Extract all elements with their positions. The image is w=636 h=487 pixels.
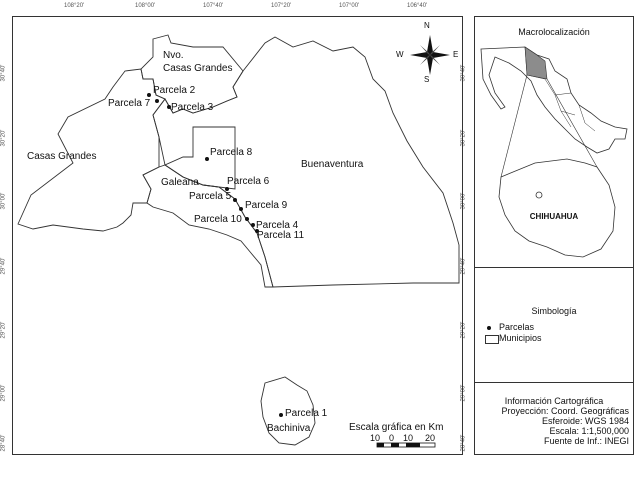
parcel-point <box>245 217 249 221</box>
longitude-label: 106°40' <box>407 3 428 9</box>
parcel-dot-icon <box>487 326 491 330</box>
parcel-point <box>239 207 243 211</box>
inset-connector-lines <box>500 74 598 178</box>
parcel-label: Parcela 11 <box>257 230 305 241</box>
compass-rose-icon <box>410 35 450 75</box>
municipality-swatch-icon <box>485 335 499 344</box>
municipality-boundaries <box>17 34 460 448</box>
municipality-label: Casas Grandes <box>27 151 97 162</box>
parcel-point <box>147 93 151 97</box>
municipality-label: Casas Grandes <box>163 63 233 74</box>
latitude-label: 28°40' <box>0 434 7 452</box>
info-line: Esferoide: WGS 1984 <box>541 416 629 426</box>
central-municipality-boundary <box>142 164 274 288</box>
main-map: N S E W Nvo. Casas Grandes Casas Grandes… <box>12 16 463 455</box>
parcel-point <box>255 229 259 233</box>
casas-grandes-boundary <box>17 68 166 232</box>
state-label: CHIHUAHUA <box>529 212 579 221</box>
latitude-label: 29°00' <box>0 384 7 402</box>
municipality-label: Nvo. <box>163 50 184 61</box>
scale-tick-label: 10 <box>403 433 414 443</box>
longitude-label: 107°00' <box>339 3 360 9</box>
compass-east-label: E <box>453 50 459 59</box>
compass-west-label: W <box>396 50 404 59</box>
parcel-point <box>155 99 159 103</box>
mexico-outline <box>480 46 628 154</box>
parcel-point <box>251 223 255 227</box>
latitude-label: 30°40' <box>0 64 7 82</box>
parcel-label: Parcela 4 <box>256 220 299 231</box>
cartographic-info: Información Cartográfica Proyección: Coo… <box>475 383 633 456</box>
longitude-label: 108°20' <box>64 3 85 9</box>
scale-tick-label: 0 <box>389 433 395 443</box>
parcel-point <box>225 187 229 191</box>
chihuahua-highlight <box>524 46 548 80</box>
parcel-points <box>147 93 283 417</box>
parcel-label: Parcela 8 <box>210 147 253 158</box>
latitude-label: 30°00' <box>0 192 7 210</box>
longitude-label: 107°20' <box>271 3 292 9</box>
parcel-point <box>167 105 171 109</box>
latitude-label: 29°40' <box>0 257 7 275</box>
chihuahua-enlarged <box>498 158 616 258</box>
scale-bar <box>376 442 436 448</box>
bachiniva-boundary <box>260 376 316 446</box>
parcel-label: Parcela 6 <box>227 176 270 187</box>
scale-tick-label: 20 <box>425 433 436 443</box>
latitude-label: 29°20' <box>0 321 7 339</box>
longitude-label: 107°40' <box>203 3 224 9</box>
municipality-label: Bachiniva <box>267 423 311 434</box>
parcel-label: Parcela 7 <box>108 98 151 109</box>
parcel-label: Parcela 10 <box>194 214 242 225</box>
parcel-point <box>205 157 209 161</box>
info-line: Proyección: Coord. Geográficas <box>501 406 629 416</box>
latitude-label: 30°20' <box>0 129 7 147</box>
reference-circle-icon <box>535 191 543 199</box>
legend: Simbología Parcelas Municipios <box>475 268 633 383</box>
macrolocation-inset: Macrolocalización CHIHU <box>475 17 633 268</box>
info-title: Información Cartográfica <box>504 396 604 406</box>
longitude-label: 108°00' <box>135 3 156 9</box>
parcel-label: Parcela 3 <box>171 102 214 113</box>
compass-south-label: S <box>424 75 430 84</box>
parcel-label: Parcela 5 <box>189 191 232 202</box>
side-panel: Macrolocalización CHIHU <box>474 16 634 455</box>
parcel-label: Parcela 2 <box>153 85 196 96</box>
scale-title: Escala gráfica en Km <box>349 422 444 433</box>
legend-item-parcels: Parcelas <box>499 322 535 332</box>
info-line: Fuente de Inf.: INEGI <box>543 436 629 446</box>
legend-item-municipalities: Municipios <box>499 333 542 343</box>
parcel-point <box>233 198 237 202</box>
parcel-label: Parcela 9 <box>245 200 288 211</box>
scale-tick-label: 10 <box>370 433 381 443</box>
municipality-label: Buenaventura <box>301 159 364 170</box>
parcel-label: Parcela 1 <box>285 408 328 419</box>
compass-north-label: N <box>424 21 430 30</box>
info-line: Escala: 1:1,500,000 <box>549 426 629 436</box>
municipality-label: Galeana <box>161 177 199 188</box>
legend-title: Simbología <box>531 306 577 316</box>
inset-title: Macrolocalización <box>518 27 590 37</box>
mexico-locator-map <box>480 46 628 258</box>
parcel-point <box>279 413 283 417</box>
